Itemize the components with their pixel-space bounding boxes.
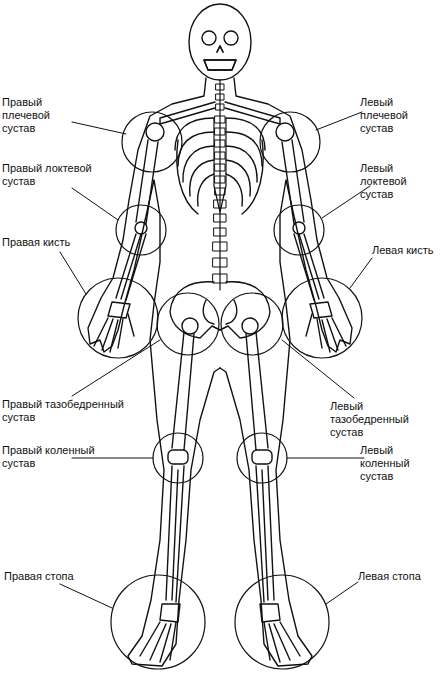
joint-label: Левый плечевой сустав	[360, 96, 440, 135]
joint-label: Левый тазобедренный сустав	[330, 400, 440, 439]
joint-label: Правая кисть	[2, 236, 92, 249]
joint-label: Правый коленный сустав	[2, 444, 98, 470]
joint-label: Правый тазобедренный сустав	[2, 398, 132, 424]
joint-label: Правый плечевой сустав	[2, 96, 84, 135]
joint-label: Правая стопа	[4, 570, 94, 583]
joint-label: Левая кисть	[372, 244, 440, 257]
joint-label: Левая стопа	[358, 570, 440, 583]
joint-label: Левый коленный сустав	[360, 444, 440, 483]
joint-label: Левый локтевой сустав	[360, 162, 440, 201]
joint-label: Правый локтевой сустав	[2, 162, 98, 188]
